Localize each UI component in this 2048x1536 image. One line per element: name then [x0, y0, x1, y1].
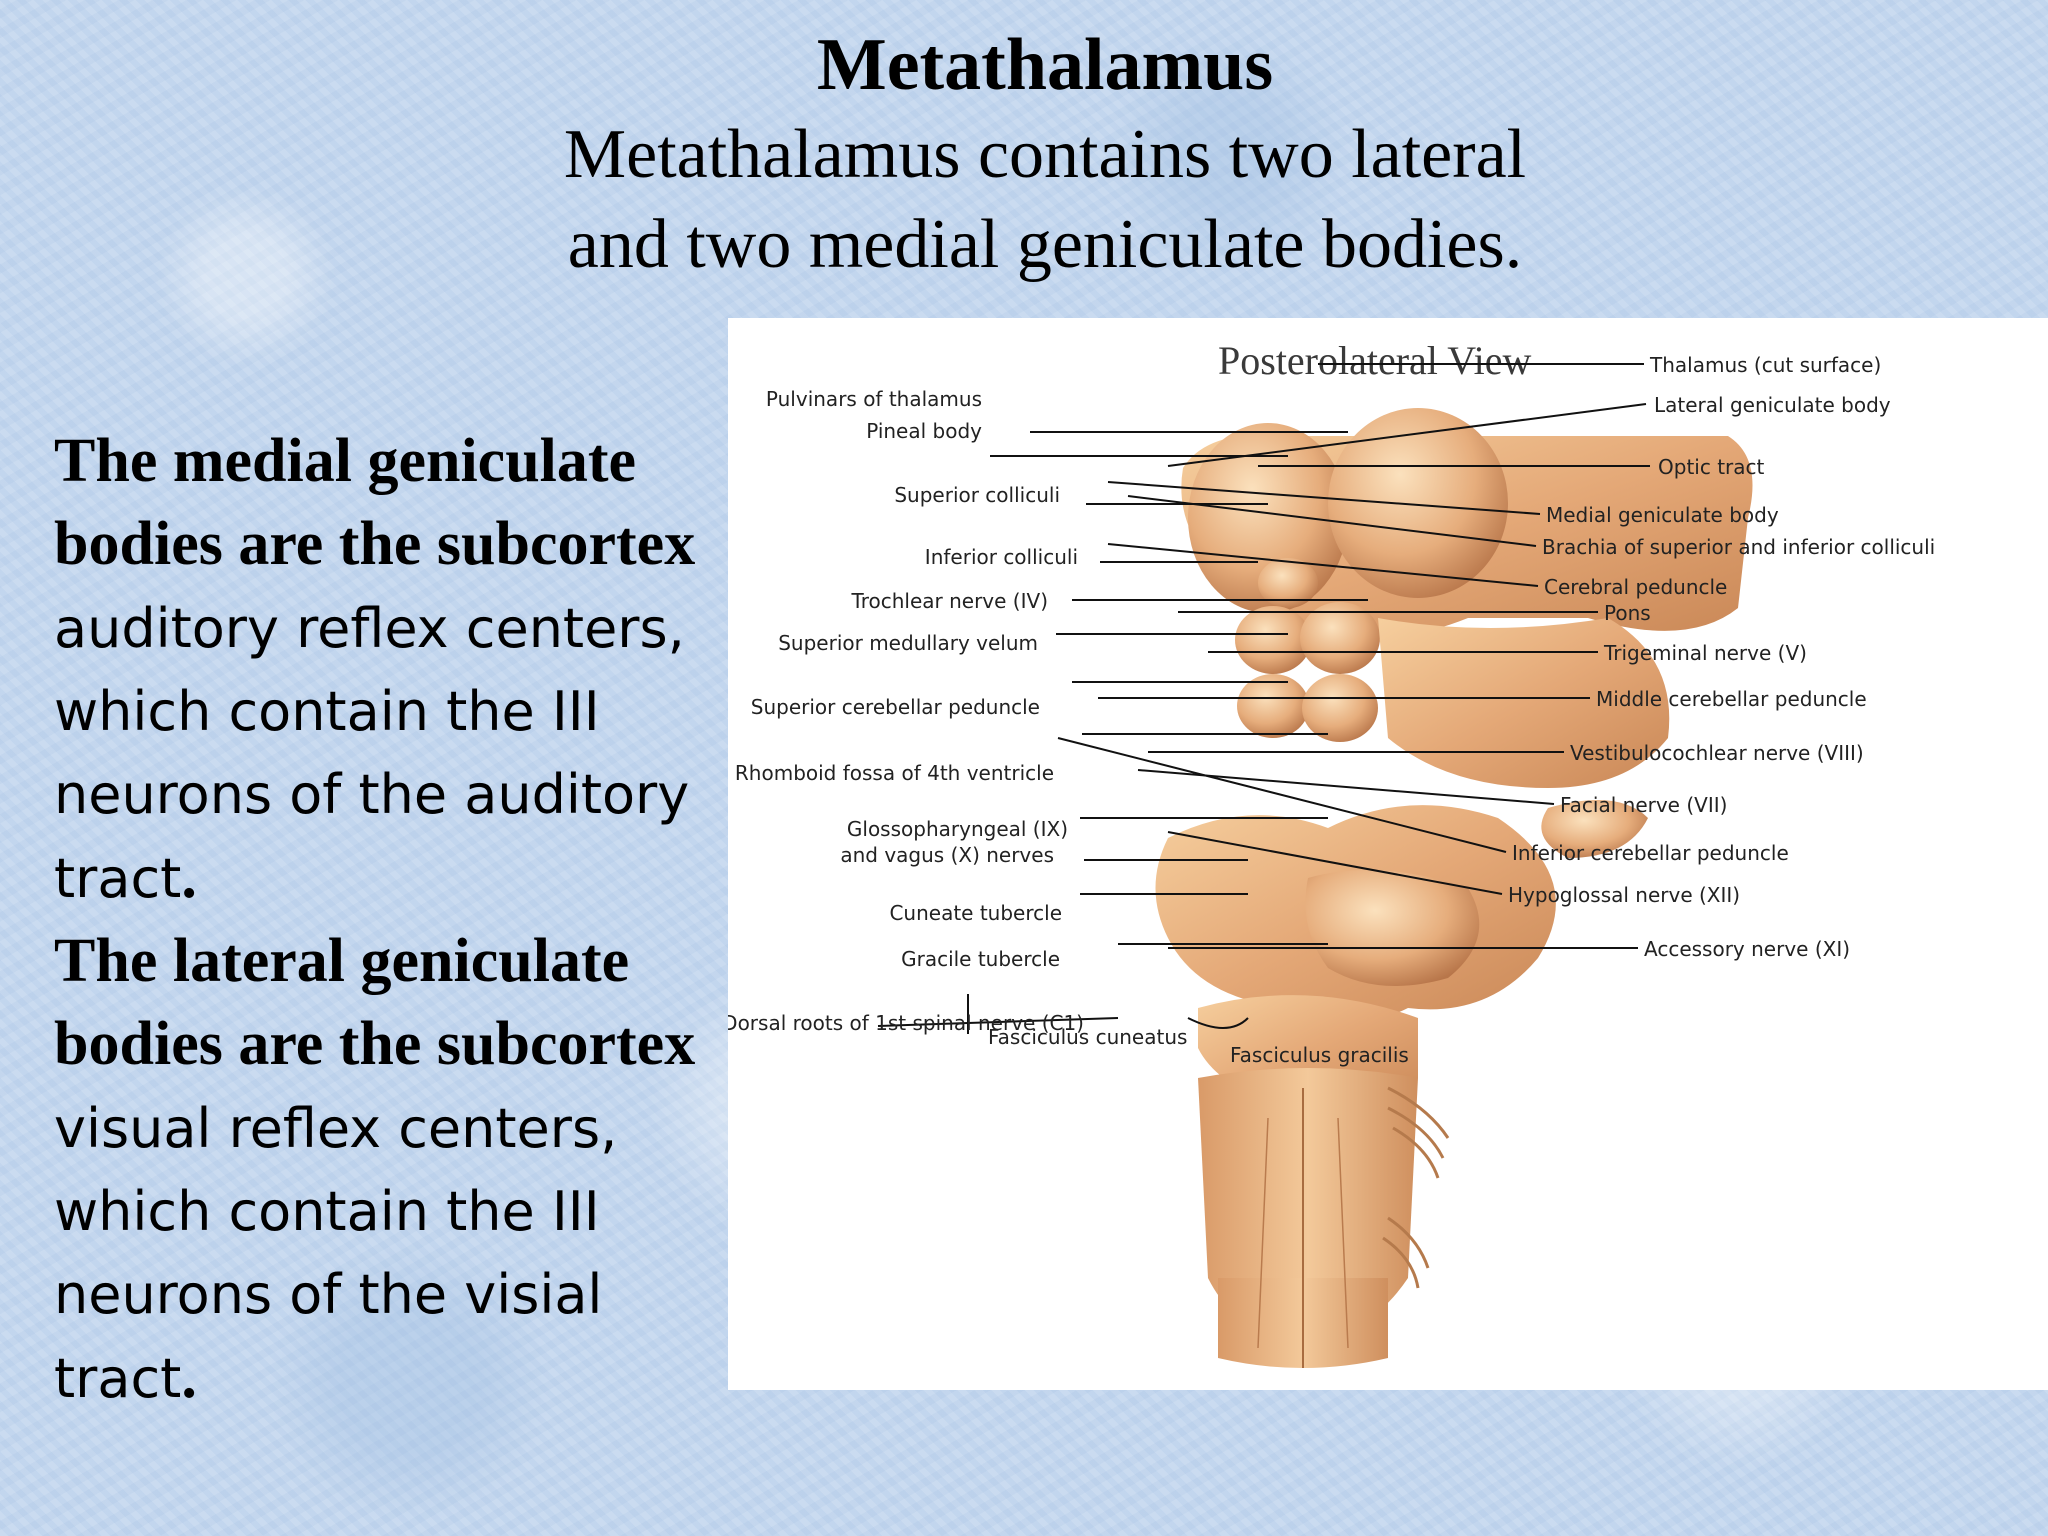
label-lateral-geniculate-body: Lateral geniculate body [1654, 393, 1891, 417]
label-vestibulocochlear-nerve: Vestibulocochlear nerve (VIII) [1570, 741, 1864, 765]
label-pulvinars: Pulvinars of thalamus [766, 387, 982, 411]
fossa-outline [1187, 1017, 1249, 1029]
label-vagus-nerves: and vagus (X) nerves [840, 843, 1054, 867]
left-labels: Pulvinars of thalamus Pineal body Superi… [728, 387, 1084, 1035]
medulla-shape [1198, 1068, 1418, 1338]
label-medial-geniculate-body: Medial geniculate body [1546, 503, 1779, 527]
medial-geniculate-period: . [181, 843, 197, 911]
label-inferior-colliculi: Inferior colliculi [925, 545, 1078, 569]
brainstem-figure: Posterolateral View [728, 318, 2048, 1390]
figure-title: Posterolateral View [1218, 338, 1532, 383]
inferior-colliculus-left-shape [1237, 674, 1309, 738]
slide-title: Metathalamus [816, 24, 1274, 106]
label-superior-cerebellar-peduncle: Superior cerebellar peduncle [751, 695, 1040, 719]
label-fasciculus-gracilis: Fasciculus gracilis [1230, 1043, 1409, 1067]
label-pons: Pons [1604, 601, 1651, 625]
lateral-geniculate-bold: The lateral geniculate bodies are the su… [54, 927, 696, 1078]
label-hypoglossal-nerve: Hypoglossal nerve (XII) [1508, 883, 1740, 907]
label-superior-medullary-velum: Superior medullary velum [778, 631, 1038, 655]
lateral-geniculate-text: visual reflex centers, which contain the… [54, 1097, 618, 1410]
label-middle-cerebellar-peduncle: Middle cerebellar peduncle [1596, 687, 1867, 711]
label-dorsal-roots-c1: Dorsal roots of 1st spinal nerve (C1) [728, 1011, 1084, 1035]
middle-cerebellar-peduncle-shape [1305, 870, 1480, 986]
slide-subtitle-line1: Metathalamus contains two lateral [563, 116, 1527, 193]
label-glossopharyngeal: Glossopharyngeal (IX) [847, 817, 1068, 841]
inferior-colliculus-right-shape [1302, 674, 1378, 742]
pineal-body-shape [1258, 558, 1318, 608]
label-gracile-tubercle: Gracile tubercle [901, 947, 1060, 971]
superior-colliculus-left-shape [1235, 606, 1311, 674]
label-optic-tract: Optic tract [1658, 455, 1765, 479]
label-facial-nerve: Facial nerve (VII) [1560, 793, 1727, 817]
label-inferior-cerebellar-peduncle: Inferior cerebellar peduncle [1512, 841, 1789, 865]
cerebral-peduncle-shape [1378, 618, 1670, 788]
cuneate-groove-line [1257, 1117, 1269, 1349]
label-rhomboid-fossa: Rhomboid fossa of 4th ventricle [735, 761, 1054, 785]
gracile-groove-line [1337, 1117, 1349, 1349]
right-labels: Thalamus (cut surface) Lateral geniculat… [1508, 353, 1935, 961]
leader-lines [877, 363, 1650, 1034]
nerve-rootlets [1382, 1086, 1450, 1289]
medial-geniculate-bold: The medial geniculate bodies are the sub… [54, 427, 696, 578]
brainstem-illustration [1155, 408, 1753, 1368]
label-cerebral-peduncle: Cerebral peduncle [1544, 575, 1727, 599]
label-brachia-colliculi: Brachia of superior and inferior collicu… [1542, 535, 1935, 559]
body-text: The medial geniculate bodies are the sub… [54, 420, 734, 1420]
label-fasciculus-cuneatus: Fasciculus cuneatus [988, 1025, 1187, 1049]
superior-colliculus-right-shape [1300, 602, 1380, 674]
label-superior-colliculi: Superior colliculi [894, 483, 1060, 507]
medial-geniculate-text: auditory reflex centers, which contain t… [54, 597, 690, 910]
label-thalamus-cut-surface: Thalamus (cut surface) [1649, 353, 1881, 377]
label-accessory-nerve: Accessory nerve (XI) [1644, 937, 1850, 961]
slide-subtitle-line2: and two medial geniculate bodies. [567, 206, 1523, 283]
pulvinar-right-shape [1328, 408, 1508, 598]
label-trigeminal-nerve: Trigeminal nerve (V) [1603, 641, 1807, 665]
label-pineal-body: Pineal body [866, 419, 982, 443]
trigeminal-nerve-shape [1541, 800, 1648, 858]
brainstem-diagram: Posterolateral View [728, 338, 1935, 1368]
label-trochlear-nerve: Trochlear nerve (IV) [850, 589, 1048, 613]
slide-title-block: Metathalamus Metathalamus contains two l… [440, 20, 1650, 290]
lateral-geniculate-period: . [181, 1343, 197, 1411]
label-cuneate-tubercle: Cuneate tubercle [889, 901, 1062, 925]
